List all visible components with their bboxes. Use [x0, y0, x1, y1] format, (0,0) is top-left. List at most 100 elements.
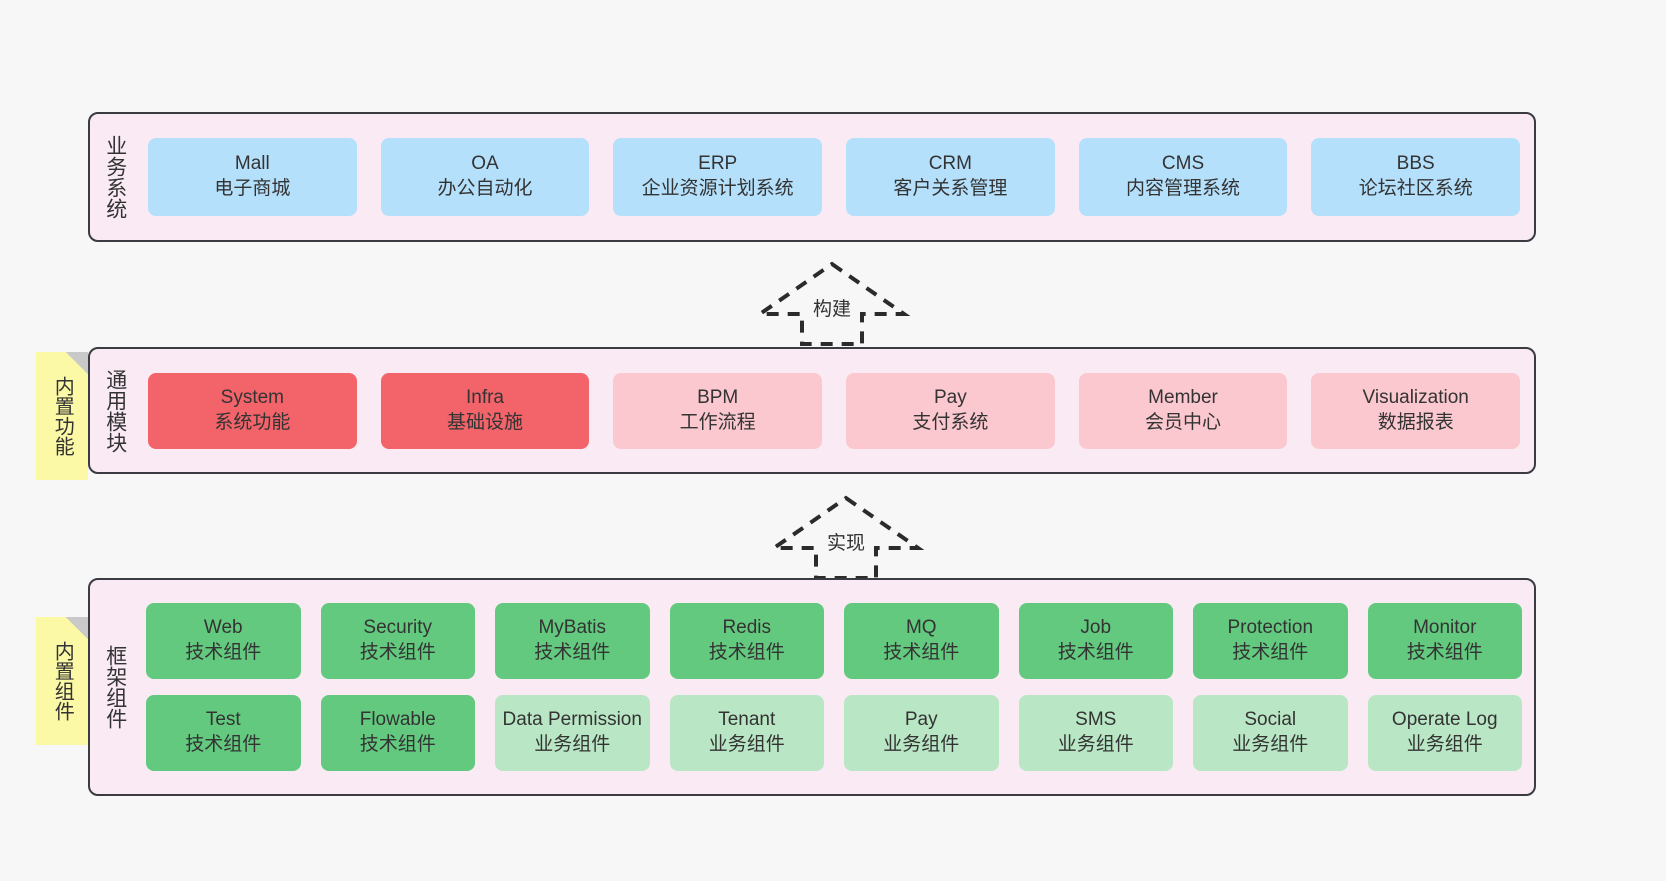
connector-label-implement: 实现: [826, 533, 865, 554]
card-cms[interactable]: CMS 内容管理系统: [1078, 138, 1288, 216]
card-protection[interactable]: Protection 技术组件: [1193, 603, 1348, 679]
card-title: Mall: [234, 153, 270, 175]
card-title: CMS: [1161, 153, 1205, 175]
card-bbs[interactable]: BBS 论坛社区系统: [1311, 138, 1521, 216]
card-subtitle: 技术组件: [359, 734, 436, 755]
card-security[interactable]: Security 技术组件: [320, 603, 475, 679]
card-tenant[interactable]: Tenant 业务组件: [669, 695, 824, 771]
card-system[interactable]: System 系统功能: [148, 372, 357, 449]
card-subtitle: 技术组件: [185, 642, 262, 663]
card-member[interactable]: Member 会员中心: [1078, 372, 1288, 449]
card-subtitle: 业务组件: [1057, 734, 1134, 755]
card-erp[interactable]: ERP 企业资源计划系统: [613, 138, 823, 216]
layer-body-framework-component: Web 技术组件 Security 技术组件 MyBatis 技术组件 Redi…: [140, 580, 1534, 794]
card-row: Test 技术组件 Flowable 技术组件 Data Permission …: [146, 695, 1522, 771]
card-subtitle: 工作流程: [679, 411, 756, 433]
layer-body-common-module: System 系统功能 Infra 基础设施 BPM 工作流程 Pay 支付系统…: [140, 349, 1534, 472]
sticky-note-label: 内置功能: [51, 376, 74, 456]
card-title: Infra: [465, 386, 505, 408]
sticky-note-builtin-function: 内置功能: [36, 352, 88, 480]
card-subtitle: 内容管理系统: [1126, 178, 1241, 199]
card-title: ERP: [698, 153, 738, 175]
card-subtitle: 系统功能: [214, 411, 291, 433]
connector-label-build: 构建: [812, 299, 851, 320]
card-flowable[interactable]: Flowable 技术组件: [320, 695, 475, 771]
card-title: Web: [203, 617, 243, 639]
card-title: Data Permission: [502, 709, 642, 731]
card-job[interactable]: Job 技术组件: [1018, 603, 1173, 679]
note-fold-corner-icon: [66, 617, 88, 639]
card-pay-module[interactable]: Pay 支付系统: [846, 372, 1055, 449]
card-social[interactable]: Social 业务组件: [1193, 695, 1348, 771]
card-subtitle: 技术组件: [534, 642, 611, 663]
card-sms[interactable]: SMS 业务组件: [1018, 695, 1173, 771]
card-title: Redis: [722, 617, 772, 639]
card-subtitle: 技术组件: [185, 734, 262, 755]
card-title: MQ: [905, 617, 937, 639]
card-title: Operate Log: [1391, 709, 1498, 731]
card-title: Flowable: [359, 709, 436, 731]
card-test[interactable]: Test 技术组件: [146, 695, 301, 771]
card-title: Visualization: [1362, 386, 1469, 408]
card-subtitle: 技术组件: [708, 642, 785, 663]
card-title: Pay: [904, 709, 938, 731]
card-subtitle: 数据报表: [1377, 411, 1454, 433]
note-fold-corner-icon: [66, 352, 88, 374]
card-title: Member: [1148, 386, 1218, 408]
card-title: CRM: [928, 153, 972, 175]
card-mybatis[interactable]: MyBatis 技术组件: [495, 603, 650, 679]
connector-build: 构建: [752, 258, 912, 348]
layer-common-module: 通用模块 System 系统功能 Infra 基础设施 BPM 工作流程 Pay…: [88, 347, 1536, 474]
card-row: Mall 电子商城 OA 办公自动化 ERP 企业资源计划系统 CRM 客户关系…: [148, 138, 1521, 216]
card-infra[interactable]: Infra 基础设施: [380, 372, 590, 449]
card-monitor[interactable]: Monitor 技术组件: [1367, 603, 1522, 679]
card-title: Test: [205, 709, 241, 731]
card-bpm[interactable]: BPM 工作流程: [613, 372, 823, 449]
card-visualization[interactable]: Visualization 数据报表: [1311, 372, 1521, 449]
card-title: BPM: [697, 386, 739, 408]
card-title: BBS: [1396, 153, 1435, 175]
card-subtitle: 技术组件: [1406, 642, 1483, 663]
card-title: Social: [1244, 709, 1297, 731]
card-subtitle: 业务组件: [534, 734, 611, 755]
card-subtitle: 技术组件: [883, 642, 960, 663]
card-subtitle: 企业资源计划系统: [641, 178, 794, 199]
card-subtitle: 支付系统: [912, 411, 989, 433]
card-title: MyBatis: [538, 617, 607, 639]
card-title: OA: [471, 153, 499, 175]
card-mq[interactable]: MQ 技术组件: [844, 603, 999, 679]
card-title: Tenant: [718, 709, 776, 731]
card-subtitle: 论坛社区系统: [1358, 178, 1473, 199]
card-subtitle: 技术组件: [1057, 642, 1134, 663]
card-crm[interactable]: CRM 客户关系管理: [846, 138, 1055, 216]
card-subtitle: 技术组件: [359, 642, 436, 663]
card-oa[interactable]: OA 办公自动化: [380, 138, 590, 216]
card-web[interactable]: Web 技术组件: [146, 603, 301, 679]
card-title: Monitor: [1413, 617, 1477, 639]
card-row: System 系统功能 Infra 基础设施 BPM 工作流程 Pay 支付系统…: [148, 372, 1521, 449]
card-title: Job: [1080, 617, 1112, 639]
card-title: SMS: [1075, 709, 1117, 731]
card-subtitle: 电子商城: [214, 178, 291, 199]
dashed-arrow-up-icon: [753, 261, 911, 346]
card-pay-component[interactable]: Pay 业务组件: [844, 695, 999, 771]
card-subtitle: 办公自动化: [437, 178, 533, 199]
layer-title-common-module: 通用模块: [103, 368, 127, 453]
card-subtitle: 客户关系管理: [893, 178, 1008, 199]
card-subtitle: 业务组件: [1406, 734, 1483, 755]
card-operate-log[interactable]: Operate Log 业务组件: [1367, 695, 1522, 771]
card-title: Protection: [1227, 617, 1314, 639]
layer-body-business-system: Mall 电子商城 OA 办公自动化 ERP 企业资源计划系统 CRM 客户关系…: [140, 114, 1534, 240]
card-data-permission[interactable]: Data Permission 业务组件: [495, 695, 650, 771]
card-mall[interactable]: Mall 电子商城: [148, 138, 357, 216]
card-subtitle: 基础设施: [447, 411, 524, 433]
card-redis[interactable]: Redis 技术组件: [669, 603, 824, 679]
card-subtitle: 技术组件: [1232, 642, 1309, 663]
connector-implement: 实现: [766, 492, 926, 582]
card-subtitle: 会员中心: [1145, 411, 1222, 433]
card-subtitle: 业务组件: [883, 734, 960, 755]
sticky-note-label: 内置组件: [51, 641, 74, 721]
card-subtitle: 业务组件: [1232, 734, 1309, 755]
layer-title-framework-component: 框架组件: [103, 645, 127, 729]
